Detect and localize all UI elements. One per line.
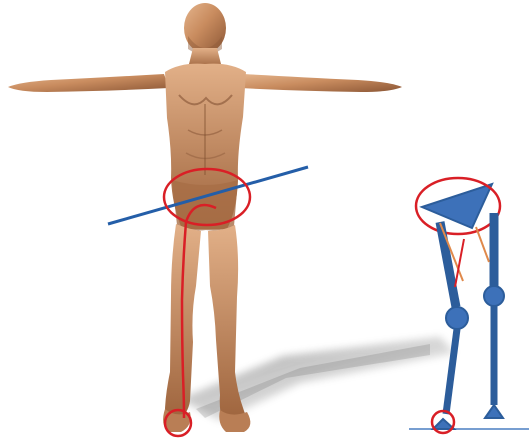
left-arm (8, 74, 169, 92)
right-arm (240, 74, 402, 92)
foot-contact-icon (433, 419, 454, 429)
pelvis-triangle-icon (416, 178, 500, 234)
foot-contact-icon (485, 405, 503, 418)
model-left-leg (432, 222, 468, 433)
knee-joint-icon (484, 286, 504, 306)
model-right-leg (476, 213, 504, 418)
knee-joint-icon (446, 307, 468, 329)
